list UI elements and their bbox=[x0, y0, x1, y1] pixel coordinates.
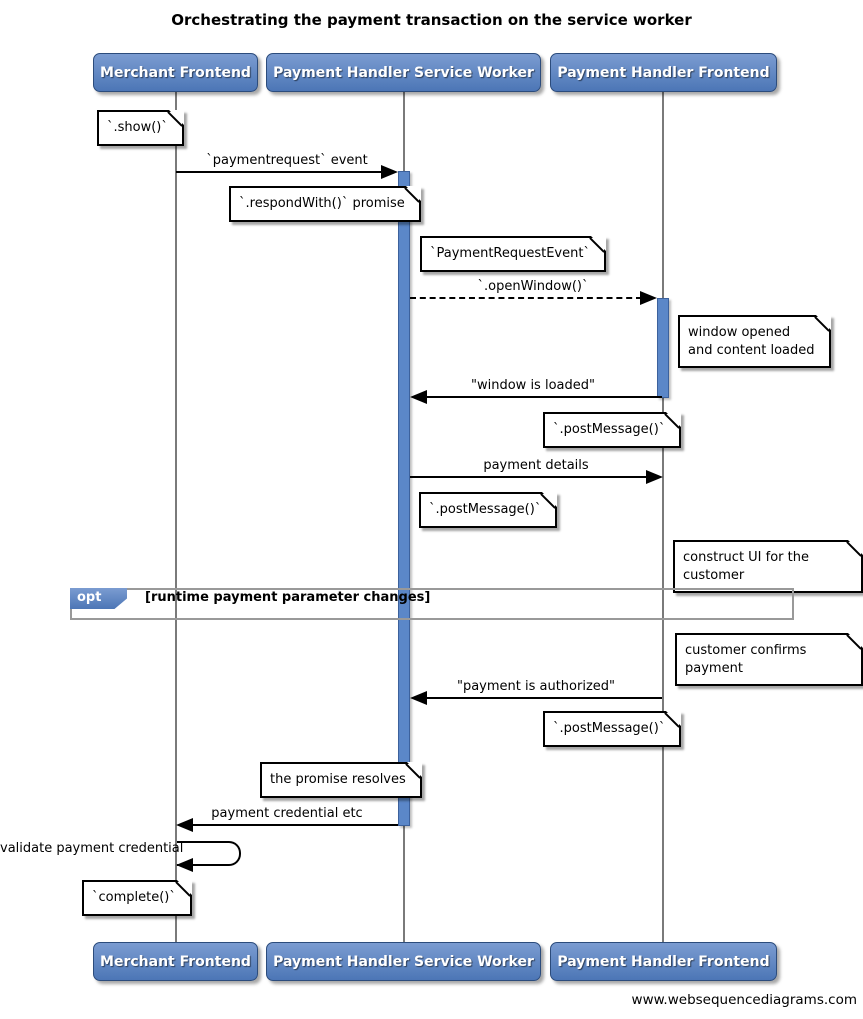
message-label-payment-is-authorized: "payment is authorized" bbox=[456, 679, 616, 694]
message-label-openwindow: `.openWindow()` bbox=[477, 279, 589, 294]
arrowhead-icon bbox=[640, 291, 657, 305]
message-arrow-payment-details bbox=[410, 476, 647, 478]
message-arrow-payment-is-authorized bbox=[424, 697, 662, 699]
actor-label: Payment Handler Service Worker bbox=[273, 64, 534, 81]
actor-label: Merchant Frontend bbox=[100, 953, 251, 970]
arrowhead-icon bbox=[410, 691, 427, 705]
message-label-payment-credential: payment credential etc bbox=[211, 806, 363, 821]
note-paymentrequestevent: `PaymentRequestEvent` bbox=[420, 236, 606, 272]
opt-fragment-label: opt bbox=[70, 588, 127, 609]
note-promise-resolves: the promise resolves bbox=[260, 762, 422, 798]
note-show: `.show()` bbox=[97, 110, 184, 146]
actor-label: Payment Handler Frontend bbox=[557, 953, 770, 970]
message-label-payment-details: payment details bbox=[483, 458, 589, 473]
arrowhead-icon bbox=[176, 858, 193, 872]
actor-box-payment-handler-frontend-top: Payment Handler Frontend bbox=[550, 53, 777, 92]
note-respondwith-promise: `.respondWith()` promise bbox=[229, 186, 421, 222]
message-label-window-is-loaded: "window is loaded" bbox=[471, 378, 595, 393]
message-arrow-payment-credential bbox=[190, 824, 398, 826]
self-message-loop bbox=[177, 841, 241, 866]
note-postmessage-1: `.postMessage()` bbox=[543, 412, 682, 448]
arrowhead-icon bbox=[176, 818, 193, 832]
actor-box-payment-handler-frontend-bottom: Payment Handler Frontend bbox=[550, 942, 777, 981]
actor-label: Payment Handler Service Worker bbox=[273, 953, 534, 970]
diagram-title: Orchestrating the payment transaction on… bbox=[171, 11, 692, 29]
actor-label: Merchant Frontend bbox=[100, 64, 251, 81]
note-customer-confirms: customer confirms payment bbox=[675, 633, 863, 687]
activation-payment-handler-frontend bbox=[657, 298, 669, 398]
message-arrow-paymentrequest-event bbox=[176, 171, 384, 173]
note-window-opened: window opened and content loaded bbox=[678, 315, 831, 369]
actor-label: Payment Handler Frontend bbox=[557, 64, 770, 81]
message-arrow-window-is-loaded bbox=[424, 396, 662, 398]
activation-service-worker bbox=[398, 171, 410, 826]
watermark-link[interactable]: www.websequencediagrams.com bbox=[631, 992, 857, 1008]
opt-fragment-condition: [runtime payment parameter changes] bbox=[145, 590, 431, 605]
note-postmessage-2: `.postMessage()` bbox=[419, 492, 558, 528]
arrowhead-icon bbox=[381, 165, 398, 179]
actor-box-service-worker-bottom: Payment Handler Service Worker bbox=[266, 942, 541, 981]
message-arrow-openwindow bbox=[410, 297, 642, 299]
lifeline-payment-handler-frontend bbox=[662, 92, 664, 942]
lifeline-merchant-frontend bbox=[175, 92, 177, 942]
message-label-validate-payment-credential: validate payment credential bbox=[0, 841, 184, 856]
actor-box-service-worker-top: Payment Handler Service Worker bbox=[266, 53, 541, 92]
note-postmessage-3: `.postMessage()` bbox=[543, 711, 682, 747]
actor-box-merchant-frontend-top: Merchant Frontend bbox=[93, 53, 258, 92]
note-construct-ui: construct UI for the customer bbox=[673, 540, 863, 594]
note-complete: `complete()` bbox=[82, 880, 192, 916]
arrowhead-icon bbox=[410, 390, 427, 404]
message-label-paymentrequest-event: `paymentrequest` event bbox=[206, 153, 368, 168]
arrowhead-icon bbox=[646, 470, 663, 484]
actor-box-merchant-frontend-bottom: Merchant Frontend bbox=[93, 942, 258, 981]
